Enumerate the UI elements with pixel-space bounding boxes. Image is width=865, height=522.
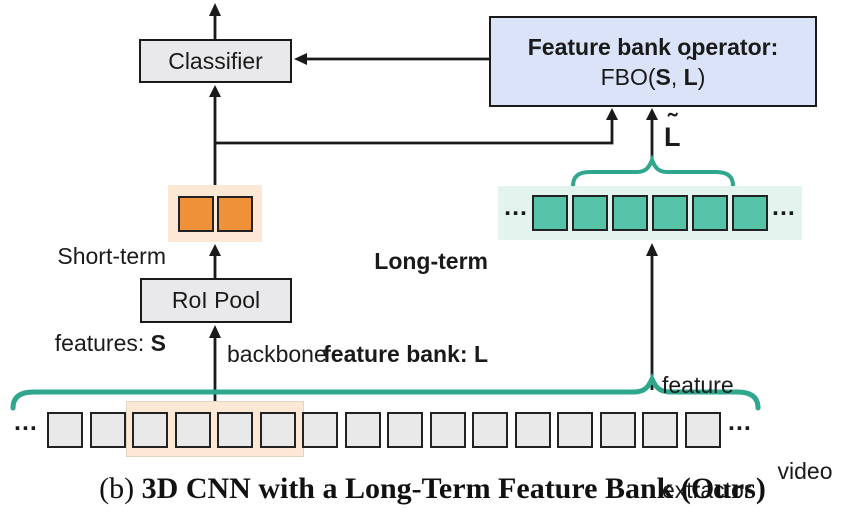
short-term-label-prefix: features: [54,330,151,356]
long-term-ellipsis-right: ... [772,192,796,221]
video-frame [429,412,466,448]
video-frames-ellipsis-right: ... [728,408,752,436]
video-frame [557,412,593,448]
video-frame [132,412,168,448]
video-frames-row [47,412,721,448]
fbo-formula: FBO(S, ˜L) [600,52,706,92]
short-term-label-line2: features: S [10,329,166,358]
ltilde-glyph: ˜L [664,108,681,153]
long-term-label-line1: Long-term [374,248,488,274]
short-term-to-fbo-line [215,118,614,145]
short-term-features-strip [168,185,262,242]
ltilde-brace [571,154,735,188]
short-term-symbol: S [150,330,166,356]
video-frame [174,412,211,448]
classifier-label: Classifier [168,47,263,74]
short-term-label-line1: Short-term [57,243,166,269]
feature-extractor-label: feature extractor [662,298,751,522]
video-frame [684,412,721,448]
long-term-square [612,195,648,231]
classifier-box: Classifier [139,39,292,83]
fbo-to-classifier-arrowhead [294,53,307,65]
feature-extractor-arrowhead [646,243,658,256]
long-term-square [532,195,568,231]
fbo-formula-prefix: FBO( [600,63,656,90]
long-term-feature-bank-strip: ... ... [498,186,802,240]
long-term-label: Long-term feature bank: L [298,184,488,432]
video-frame [387,412,423,448]
video-frame [344,412,381,448]
long-term-square [652,195,688,231]
video-frame [217,412,253,448]
long-term-label-line2: feature bank: L [323,341,488,367]
backbone-arrowhead [209,325,221,338]
short-term-square [216,195,253,232]
video-frame [599,412,636,448]
long-term-ellipsis-left: ... [504,192,528,221]
video-frames-ellipsis-left: ... [14,408,38,436]
video-frames-brace [10,372,761,411]
tilde-mark: ˜ [667,107,677,138]
figure-caption: (b) 3D CNN with a Long-Term Feature Bank… [0,472,865,506]
fbo-formula-sep: , [670,63,684,90]
video-frame [472,412,508,448]
long-term-square [692,195,728,231]
video-frame [47,412,83,448]
short-term-square [177,195,214,232]
video-frame [89,412,126,448]
feature-extractor-label-line2: extractor [662,477,752,503]
video-frame [302,412,338,448]
caption-title: 3D CNN with a Long-Term Feature Bank (Ou… [141,472,766,505]
long-term-square [572,195,608,231]
ltilde-to-fbo-arrowhead [646,108,658,120]
classifier-output-arrowhead [209,3,221,16]
video-frames-label: video frames [755,396,855,522]
caption-index: (b) [99,472,142,505]
short-term-to-classifier-arrowhead [209,85,221,97]
video-frame [642,412,678,448]
fbo-title: Feature bank operator: [527,33,779,60]
ltilde-letter: L [664,122,681,152]
fbo-formula-ltilde: ˜L [683,52,698,92]
roi-pool-box: RoI Pool [140,278,292,323]
backbone-label: backbone [227,341,327,367]
video-frames-label-line1: video [777,458,833,484]
tilde-mark: ˜ [686,51,695,78]
roipool-to-short-term-arrowhead [209,244,221,256]
video-frame [259,412,296,448]
fbo-formula-suffix: ) [697,63,706,90]
fbo-formula-s: S [655,63,671,90]
long-term-square [732,195,768,231]
fbo-formula-l: L [683,63,698,90]
roi-pool-label: RoI Pool [171,287,261,313]
short-term-label: Short-term features: S [10,184,166,416]
short-term-to-fbo-arrowhead [606,108,618,120]
feature-extractor-label-line1: feature [662,372,734,398]
video-frame [514,412,551,448]
ltilde-label: ˜L [664,108,681,153]
feature-bank-operator-box: Feature bank operator: FBO(S, ˜L) [489,16,817,107]
